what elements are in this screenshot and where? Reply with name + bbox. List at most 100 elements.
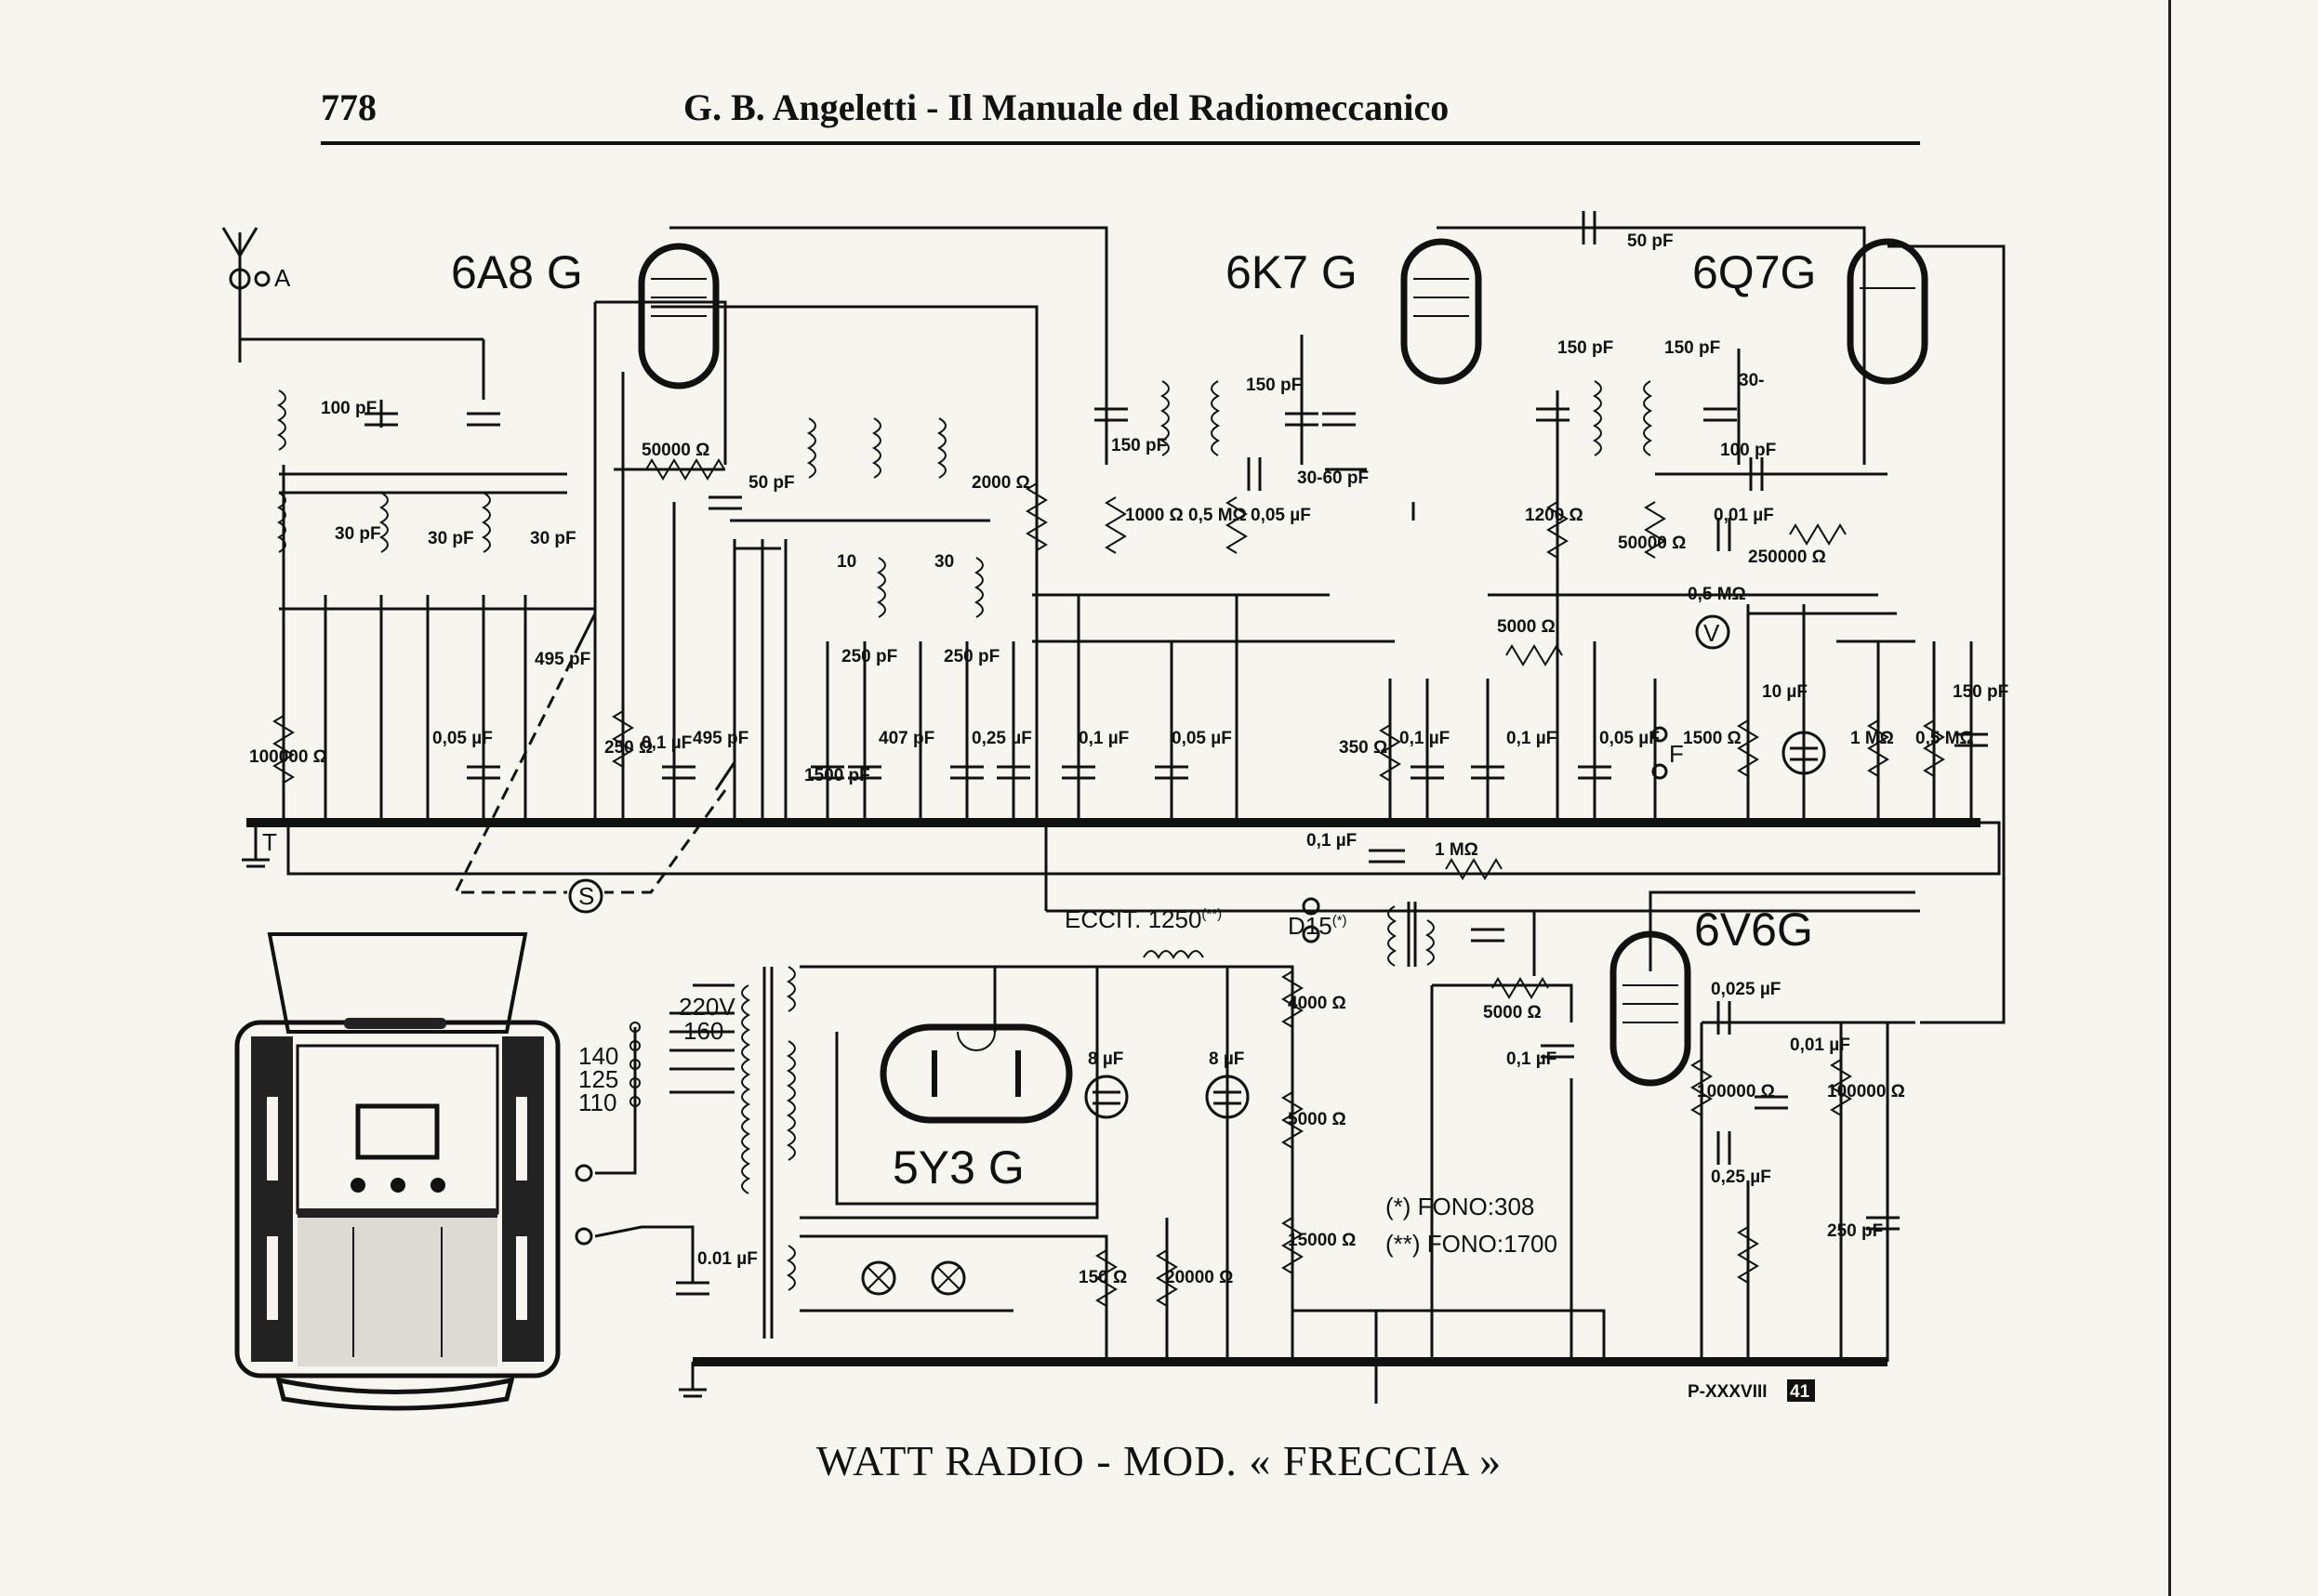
switch-label: S xyxy=(578,882,594,910)
component-value: 30 pF xyxy=(428,529,474,548)
component-value: 1 MΩ xyxy=(1850,729,1894,748)
speaker-jack-2 xyxy=(1302,925,1320,943)
component-value: 15000 Ω xyxy=(1288,1231,1356,1250)
component-value: 0,1 µF xyxy=(1306,831,1357,851)
component-value: 0,05 µF xyxy=(1599,729,1660,748)
tube-6K7G-symbol xyxy=(1400,238,1482,385)
component-value: 0,01 µF xyxy=(1714,506,1774,525)
ground-label: T xyxy=(262,828,277,856)
component-value: 0,5 MΩ xyxy=(1915,729,1974,748)
rf-coils xyxy=(276,380,1653,966)
component-value: 0,05 µF xyxy=(1251,506,1311,525)
signal-wiring xyxy=(270,337,1915,643)
component-value: 4000 Ω xyxy=(1288,994,1346,1013)
component-value: 0.01 µF xyxy=(697,1249,758,1269)
component-value: 0,5 MΩ xyxy=(1188,506,1247,525)
fono-note-2: (**) FONO:1700 xyxy=(1385,1230,1557,1258)
voltage-140: 140 xyxy=(578,1042,618,1070)
component-value: 100000 Ω xyxy=(249,747,327,767)
power-transformer xyxy=(669,966,796,1339)
speaker-label: D15(*) xyxy=(1288,912,1347,940)
header-rule xyxy=(321,141,1920,145)
mains-plug-1 xyxy=(575,1164,593,1182)
component-value: 150 pF xyxy=(1557,338,1613,358)
component-value: 30 pF xyxy=(530,529,576,548)
tube-5Y3G-symbol xyxy=(880,1023,1073,1124)
component-value: 0,01 µF xyxy=(1790,1035,1850,1055)
tube-label-6q7g: 6Q7G xyxy=(1692,246,1816,298)
component-value: 10 µF xyxy=(1762,682,1808,702)
component-value: 495 pF xyxy=(693,729,748,748)
component-value: 0,1 µF xyxy=(1079,729,1129,748)
pilot-lamps xyxy=(861,1260,966,1296)
page-number: 778 xyxy=(321,86,377,128)
component-value: 100000 Ω xyxy=(1827,1082,1905,1101)
component-value: 5000 Ω xyxy=(1288,1110,1346,1129)
voltage-125: 125 xyxy=(578,1065,618,1093)
cabinet-illustration xyxy=(234,932,561,1411)
power-supply-wiring xyxy=(800,890,1915,1404)
component-value: 150 pF xyxy=(1664,338,1720,358)
component-value: 250 pF xyxy=(841,647,897,666)
component-value: 0,1 µF xyxy=(1506,729,1556,748)
component-value: 50 pF xyxy=(748,473,795,493)
volume-label: V xyxy=(1703,619,1720,647)
component-value: 1200 Ω xyxy=(1525,506,1583,525)
mains-plug-2 xyxy=(575,1227,593,1246)
pickup-jack-1 xyxy=(1651,726,1668,743)
component-value: 8 µF xyxy=(1209,1049,1244,1069)
tube-label-6k7g: 6K7 G xyxy=(1225,246,1358,298)
component-value: 2000 Ω xyxy=(972,473,1030,493)
field-coil-label: ECCIT. 1250(**) xyxy=(1065,905,1222,933)
component-value: 250 Ω xyxy=(604,738,653,758)
component-value: 8 µF xyxy=(1088,1049,1123,1069)
page-edge-line xyxy=(2168,0,2171,1596)
component-value: 1000 Ω xyxy=(1125,506,1184,525)
component-value: 150 Ω xyxy=(1079,1268,1127,1287)
electrolytic-capacitors xyxy=(1084,731,1826,1119)
catalog-box xyxy=(1787,1379,1815,1402)
component-value: 1 MΩ xyxy=(1435,840,1478,860)
component-value: 0,25 µF xyxy=(1711,1167,1771,1187)
catalog-code: P-XXXVIII xyxy=(1688,1382,1768,1402)
component-value: 150 pF xyxy=(1246,376,1302,395)
component-value: 1500 pF xyxy=(804,766,870,785)
component-value: 100 pF xyxy=(1720,441,1776,460)
component-value: 30- xyxy=(1739,371,1764,390)
component-value: 5000 Ω xyxy=(1483,1003,1542,1022)
output-transformer xyxy=(1387,902,1417,967)
tube-label-5y3g: 5Y3 G xyxy=(893,1141,1025,1194)
pickup-jack-2 xyxy=(1651,763,1668,780)
ground-symbols xyxy=(242,823,707,1398)
component-value: 350 Ω xyxy=(1339,738,1387,758)
component-value: 250 pF xyxy=(944,647,1000,666)
fono-note-1: (*) FONO:308 xyxy=(1385,1193,1534,1220)
voltage-taps xyxy=(594,1022,695,1283)
component-value: 250 pF xyxy=(1827,1221,1883,1241)
component-value: 250000 Ω xyxy=(1748,547,1826,567)
component-value: 0,25 µF xyxy=(972,729,1032,748)
component-value: 0,05 µF xyxy=(432,729,493,748)
component-value: 1500 Ω xyxy=(1683,729,1742,748)
tube-label-6a8g: 6A8 G xyxy=(451,246,583,298)
component-value: 407 pF xyxy=(879,729,934,748)
component-value: 0,05 µF xyxy=(1172,729,1232,748)
voltage-110: 110 xyxy=(578,1088,616,1116)
volume-circle xyxy=(1695,614,1730,650)
component-value: 150 pF xyxy=(1111,436,1167,455)
pickup-label: F xyxy=(1669,740,1684,768)
speaker-jack-1 xyxy=(1302,897,1320,916)
capacitors xyxy=(364,211,1988,1296)
vertical-leads xyxy=(282,302,1973,823)
page-header-title: G. B. Angeletti - Il Manuale del Radiome… xyxy=(683,86,1450,128)
component-value: 0,5 MΩ xyxy=(1688,585,1746,604)
resistors xyxy=(272,458,1945,1307)
antenna-label: A xyxy=(274,264,291,292)
component-value: 0,1 µF xyxy=(642,733,692,753)
component-value: 0,1 µF xyxy=(1506,1049,1556,1069)
component-value: 100000 Ω xyxy=(1697,1082,1775,1101)
component-value: 100 pF xyxy=(321,399,377,418)
